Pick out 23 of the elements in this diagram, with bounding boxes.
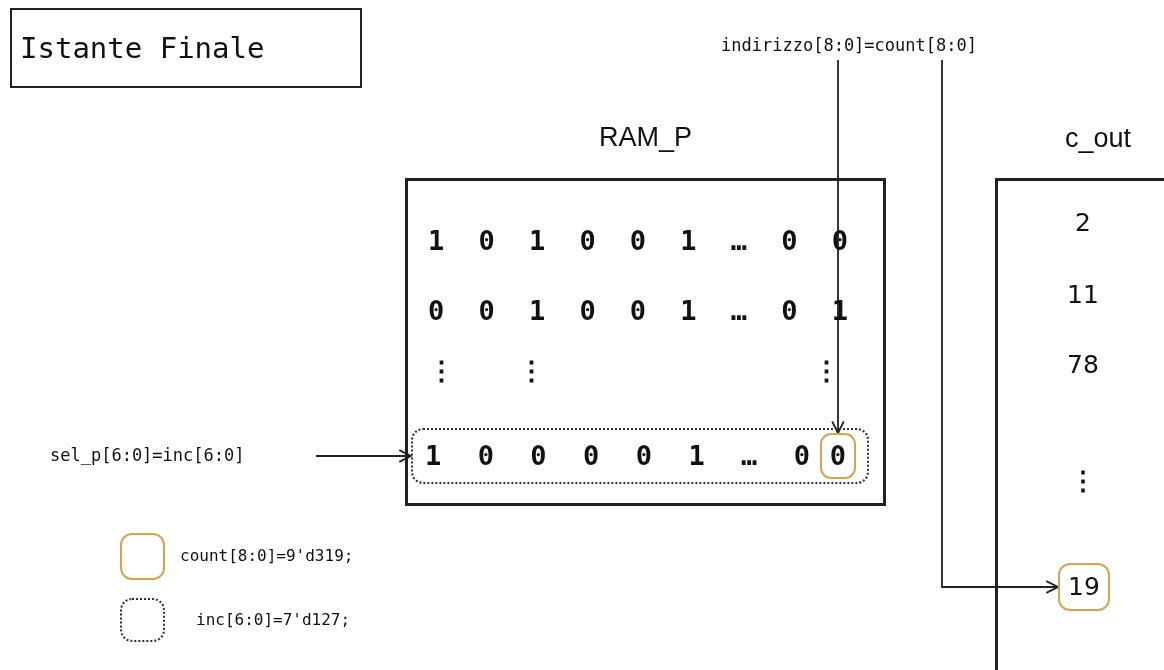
array-value: 11: [1066, 279, 1100, 311]
selected-value: [1058, 563, 1110, 611]
diagram-title: Istante Finale: [10, 8, 362, 88]
ellipsis-vertical: ⋮: [518, 354, 538, 388]
bit-value: 0: [828, 439, 848, 473]
memory-title: RAM_P: [598, 121, 693, 154]
selected-bit: [820, 433, 856, 479]
array-title: c_out: [1063, 122, 1133, 155]
signal-label: indirizzo[8:0]=count[8:0]: [720, 34, 978, 57]
ellipsis-vertical: ⋮: [428, 354, 448, 388]
selected-row: [411, 428, 869, 484]
array-value: 2: [1074, 207, 1092, 239]
ellipsis-vertical: ⋮: [1069, 465, 1097, 498]
array-value: 19: [1067, 571, 1101, 603]
arrow: [941, 59, 1059, 594]
array-value: 78: [1066, 349, 1100, 381]
arrow: [831, 59, 845, 434]
ellipsis-vertical: ⋮: [813, 354, 833, 388]
legend-label: count[8:0]=9'd319;: [180, 545, 354, 567]
memory-row-text: 1 0 0 0 0 1 … 0: [425, 439, 810, 473]
signal-label: sel_p[6:0]=inc[6:0]: [50, 444, 246, 467]
arrow: [315, 449, 412, 463]
legend-label: inc[6:0]=7'd127;: [196, 609, 351, 631]
